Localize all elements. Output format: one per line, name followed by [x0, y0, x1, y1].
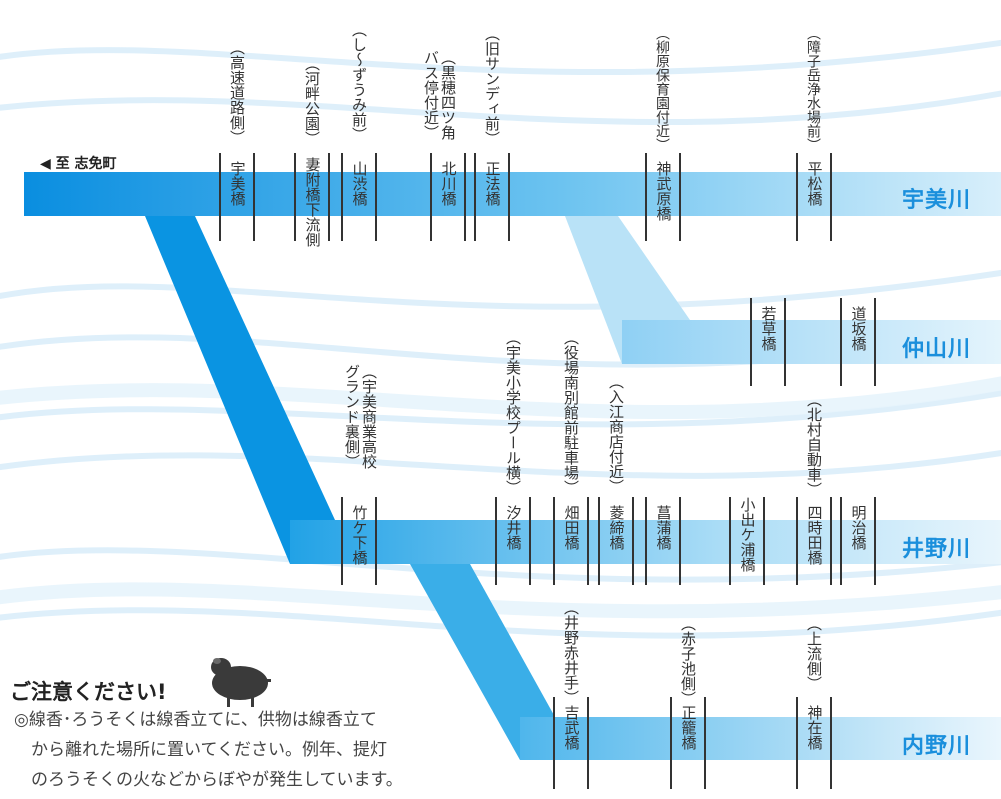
bridge-name: 神在橋 — [805, 705, 824, 750]
bridge-note: （宇美商業高校 グランド裏側） — [343, 364, 378, 469]
bridge-takegashita: 竹ケ下橋 — [341, 497, 377, 585]
bridge-umi-hashi: 宇美橋 — [219, 153, 255, 241]
bridge-name: 畑田橋 — [562, 505, 581, 550]
bridge-name: 山渋橋 — [350, 161, 369, 206]
bridge-yoshitake: 吉武橋 — [553, 697, 589, 789]
bridge-note: （入江商店付近） — [607, 374, 625, 494]
bridge-hatada: 畑田橋 — [553, 497, 589, 585]
bridge-name: 神武原橋 — [654, 161, 673, 221]
caution-body: ◎線香･ろうそくは線香立てに、供物は線香立て から離れた場所に置いてください。例… — [14, 705, 484, 795]
bridge-hishijime: 菱締橋 — [598, 497, 634, 585]
bridge-name: 四時田橋 — [805, 505, 824, 565]
bridge-name: 明治橋 — [849, 505, 868, 550]
river-name-uchino: 内野川 — [902, 734, 972, 759]
bridge-meiji: 明治橋 — [840, 497, 876, 585]
bridge-shoho: 正法橋 — [474, 153, 510, 241]
bridge-yamashibu: 山渋橋 — [341, 153, 377, 241]
bridge-kamiari: 神在橋 — [796, 697, 832, 789]
bridge-note: （黒穂四ツ角 バス停付近） — [422, 50, 457, 140]
bridge-name: 妻附橋下流側 — [303, 157, 322, 247]
bridge-note: （井野赤井手） — [562, 600, 580, 705]
river-nakayama-band — [622, 320, 1001, 364]
bridge-name: 菖蒲橋 — [654, 505, 673, 550]
bridge-note: （河畔公園） — [303, 56, 321, 146]
bridge-note: （上流側） — [805, 616, 823, 691]
bridge-hiramatsu: 平松橋 — [796, 153, 832, 241]
sheep-icon — [211, 658, 271, 707]
river-name-umi: 宇美川 — [902, 188, 972, 213]
bridge-note: （赤子池側） — [679, 616, 697, 706]
bridge-note: （高速道路側） — [228, 40, 246, 145]
origin-label: ◀ 至 志免町 — [40, 156, 117, 172]
river-name-nakayama: 仲山川 — [902, 337, 972, 362]
bridge-note: （旧サンディ前） — [483, 26, 501, 146]
bridge-shioi: 汐井橋 — [495, 497, 531, 585]
river-name-ino: 井野川 — [902, 537, 972, 562]
bridge-note: （役場南別館前駐車場） — [562, 330, 580, 495]
bridge-tsumazuki: 妻附橋下流側 — [294, 153, 330, 247]
river-uchino-branch — [410, 564, 555, 760]
bridge-jinmubaru: 神武原橋 — [645, 153, 681, 241]
bridge-name: 汐井橋 — [504, 505, 523, 550]
bridge-name: 若草橋 — [759, 306, 778, 351]
bridge-name: 小出ケ浦橋 — [738, 497, 757, 572]
bridge-name: 竹ケ下橋 — [350, 505, 369, 565]
bridge-name: 正法橋 — [483, 161, 502, 206]
caution-line: のろうそくの火などからぼやが発生しています。 — [14, 770, 403, 790]
caution-line: ◎線香･ろうそくは線香立てに、供物は線香立て — [14, 710, 377, 730]
bridge-note: （宇美小学校プール横） — [504, 330, 522, 495]
river-umi-branch — [145, 216, 335, 564]
caution-line: から離れた場所に置いてください。例年、提灯 — [14, 740, 387, 760]
bridge-yotokida: 四時田橋 — [796, 497, 832, 585]
bridge-shobu: 菖蒲橋 — [645, 497, 681, 585]
bridge-name: 菱締橋 — [607, 505, 626, 550]
bridge-dosaka: 道坂橋 — [840, 298, 876, 386]
bridge-name: 正籠橋 — [679, 705, 698, 750]
bridge-note: （柳原保育園付近） — [654, 26, 670, 152]
river-umi-band — [24, 172, 1001, 216]
bridge-name: 平松橋 — [805, 161, 824, 206]
bridge-note: （障子岳浄水場前） — [805, 26, 821, 152]
bridge-name: 宇美橋 — [228, 161, 247, 206]
bridge-note: （北村自動車） — [805, 392, 823, 497]
bridge-note: （し〜ずうみ前） — [350, 22, 368, 142]
bridge-name: 吉武橋 — [562, 705, 581, 750]
bridge-wakakusa: 若草橋 — [750, 298, 786, 386]
bridge-name: 北川橋 — [439, 161, 458, 206]
river-uchino-band — [520, 717, 1001, 760]
bridge-koidegaura: 小出ケ浦橋 — [729, 497, 765, 585]
bridge-name: 道坂橋 — [849, 306, 868, 351]
bridge-kitagawa: 北川橋 — [430, 153, 466, 241]
bridge-shogomori: 正籠橋 — [670, 697, 706, 789]
caution-title: ご注意ください! — [10, 680, 167, 704]
